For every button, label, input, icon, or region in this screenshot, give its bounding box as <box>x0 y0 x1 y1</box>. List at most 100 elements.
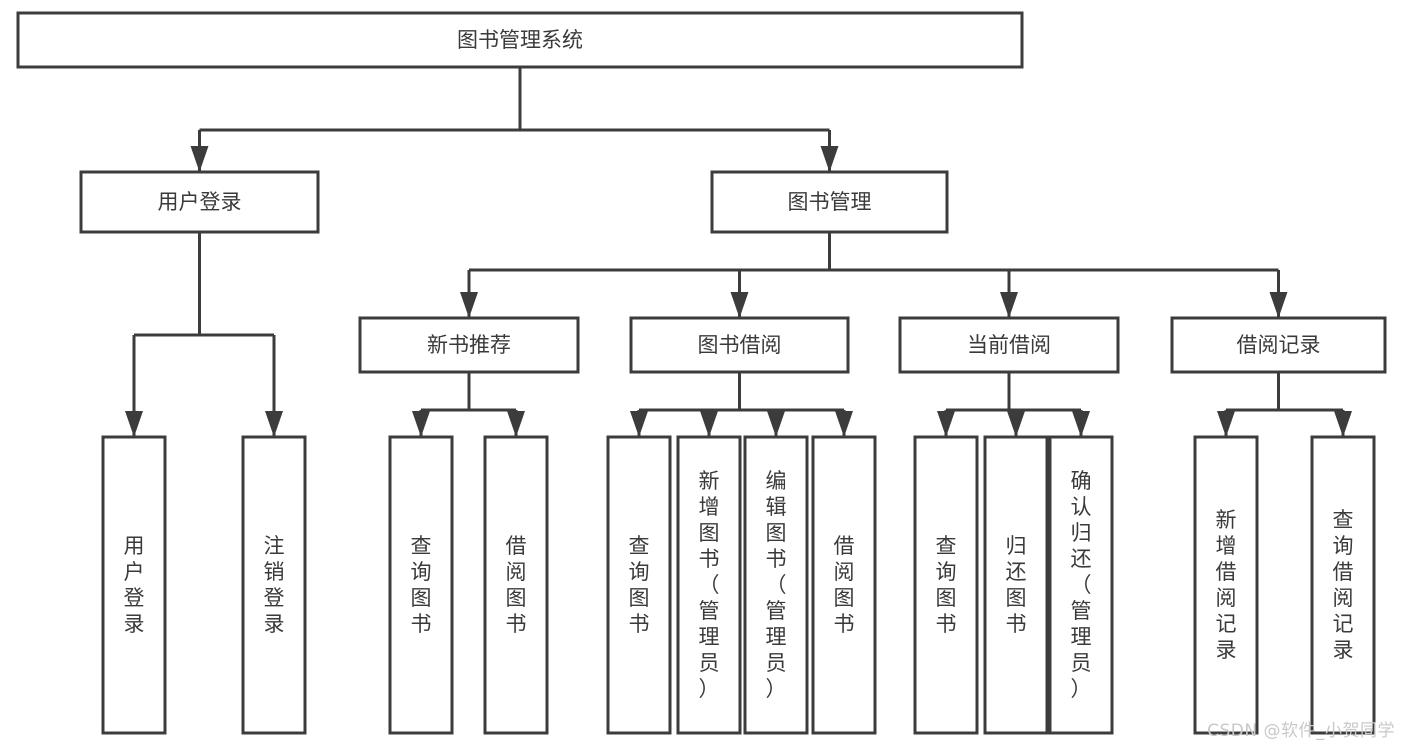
arrow-head-icon <box>630 411 648 437</box>
node-level2-2-label: 当前借阅 <box>967 333 1051 357</box>
node-level2-3-rect <box>1170 316 1387 374</box>
node-leaf-6-label-char: 书 <box>766 547 787 571</box>
node-leaf-3-label-char: 图 <box>506 586 527 610</box>
arrow-head-icon <box>730 292 749 318</box>
node-leaf-0-label-char: 户 <box>124 560 145 584</box>
node-root-图书管理系统[interactable]: 图书管理系统 <box>16 11 1024 69</box>
node-leaf-12-rect <box>1310 435 1376 735</box>
node-leaf-3-rect <box>483 435 549 735</box>
node-leaf-9-rect <box>983 435 1049 735</box>
node-leaf-4-label-char: 查 <box>629 534 650 558</box>
node-level1-1[interactable]: 图书管理 <box>710 170 949 234</box>
node-leaf-12-label-char: 询 <box>1333 534 1354 558</box>
arrow-head-icon <box>820 146 839 172</box>
node-leaf-10-label-char: 理 <box>1071 625 1092 649</box>
node-leaf-0[interactable]: 用户登录 <box>101 435 167 735</box>
node-leaf-6-label-char: 辑 <box>766 495 787 519</box>
node-leaf-10-label-char: （ <box>1071 573 1092 597</box>
arrow-head-icon <box>507 411 525 437</box>
node-root-图书管理系统-rect <box>16 11 1024 69</box>
node-level1-1-label: 图书管理 <box>788 190 872 214</box>
node-level2-1[interactable]: 图书借阅 <box>629 316 850 374</box>
node-leaf-4-rect <box>606 435 672 735</box>
node-leaf-12-label-char: 录 <box>1333 638 1354 662</box>
node-leaf-11-label-char: 记 <box>1216 612 1237 636</box>
node-level2-3-label: 借阅记录 <box>1237 333 1321 357</box>
node-leaf-9-label-char: 还 <box>1006 560 1027 584</box>
node-level2-2[interactable]: 当前借阅 <box>898 316 1120 374</box>
node-leaf-10-label-char: 管 <box>1071 599 1092 623</box>
node-leaf-3-label-char: 书 <box>506 612 527 636</box>
connector-layer <box>125 67 1352 437</box>
node-leaf-6-label-char: ） <box>766 677 787 701</box>
node-leaf-5-label-char: 员 <box>699 651 720 675</box>
node-leaf-3-label-char: 借 <box>506 534 527 558</box>
node-leaf-6-label-char: 理 <box>766 625 787 649</box>
node-leaf-5-label-char: 图 <box>699 521 720 545</box>
node-leaf-11-label-char: 新 <box>1216 508 1237 532</box>
node-leaf-2-label-char: 图 <box>411 586 432 610</box>
arrow-head-icon <box>125 411 143 437</box>
arrow-head-icon <box>700 411 718 437</box>
node-leaf-1-label-char: 注 <box>264 534 285 558</box>
node-leaf-6-label-char: 员 <box>766 651 787 675</box>
node-leaf-12-label-char: 记 <box>1333 612 1354 636</box>
node-level2-0[interactable]: 新书推荐 <box>358 316 580 374</box>
node-level2-3[interactable]: 借阅记录 <box>1170 316 1387 374</box>
node-layer: 图书管理系统用户登录图书管理新书推荐图书借阅当前借阅借阅记录用户登录注销登录查询… <box>16 11 1387 735</box>
node-leaf-10-label-char: 确 <box>1071 469 1092 493</box>
node-leaf-7-label-char: 图 <box>834 586 855 610</box>
node-leaf-8-label-char: 书 <box>936 612 957 636</box>
node-leaf-4-label-char: 询 <box>629 560 650 584</box>
node-leaf-7-rect <box>811 435 877 735</box>
node-leaf-8-label-char: 询 <box>936 560 957 584</box>
node-leaf-12-label-char: 借 <box>1333 560 1354 584</box>
arrow-head-icon <box>1000 292 1018 318</box>
arrow-head-icon <box>1334 411 1352 437</box>
node-leaf-9-label-char: 图 <box>1006 586 1027 610</box>
arrow-head-icon <box>1269 292 1288 318</box>
node-leaf-9-label-char: 书 <box>1006 612 1027 636</box>
node-leaf-2-label-char: 询 <box>411 560 432 584</box>
node-leaf-8-label-char: 查 <box>936 534 957 558</box>
node-leaf-5-label-char: 管 <box>699 599 720 623</box>
node-leaf-8-label-char: 图 <box>936 586 957 610</box>
node-leaf-2-label-char: 查 <box>411 534 432 558</box>
node-leaf-6-rect <box>743 435 809 735</box>
node-leaf-10-label-char: 归 <box>1071 521 1092 545</box>
node-level2-2-rect <box>898 316 1120 374</box>
arrow-head-icon <box>1217 411 1235 437</box>
node-leaf-2-rect <box>388 435 454 735</box>
node-leaf-6-label-char: 管 <box>766 599 787 623</box>
node-leaf-11-rect <box>1193 435 1259 735</box>
node-level2-1-label: 图书借阅 <box>698 333 782 357</box>
node-leaf-6-label-char: 编 <box>766 469 787 493</box>
node-leaf-11-label-char: 阅 <box>1216 586 1237 610</box>
node-leaf-0-rect <box>101 435 167 735</box>
node-leaf-12-label-char: 阅 <box>1333 586 1354 610</box>
arrow-head-icon <box>937 411 955 437</box>
node-leaf-10-rect <box>1048 435 1114 735</box>
node-level1-0-label: 用户登录 <box>158 190 242 214</box>
node-leaf-8-rect <box>913 435 979 735</box>
node-leaf-1-label-char: 录 <box>264 612 285 636</box>
node-leaf-11-label-char: 借 <box>1216 560 1237 584</box>
node-leaf-12-label-char: 查 <box>1333 508 1354 532</box>
node-level1-0[interactable]: 用户登录 <box>79 170 320 234</box>
node-level1-0-rect <box>79 170 320 234</box>
node-leaf-11-label-char: 增 <box>1216 534 1237 558</box>
node-leaf-4-label-char: 图 <box>629 586 650 610</box>
